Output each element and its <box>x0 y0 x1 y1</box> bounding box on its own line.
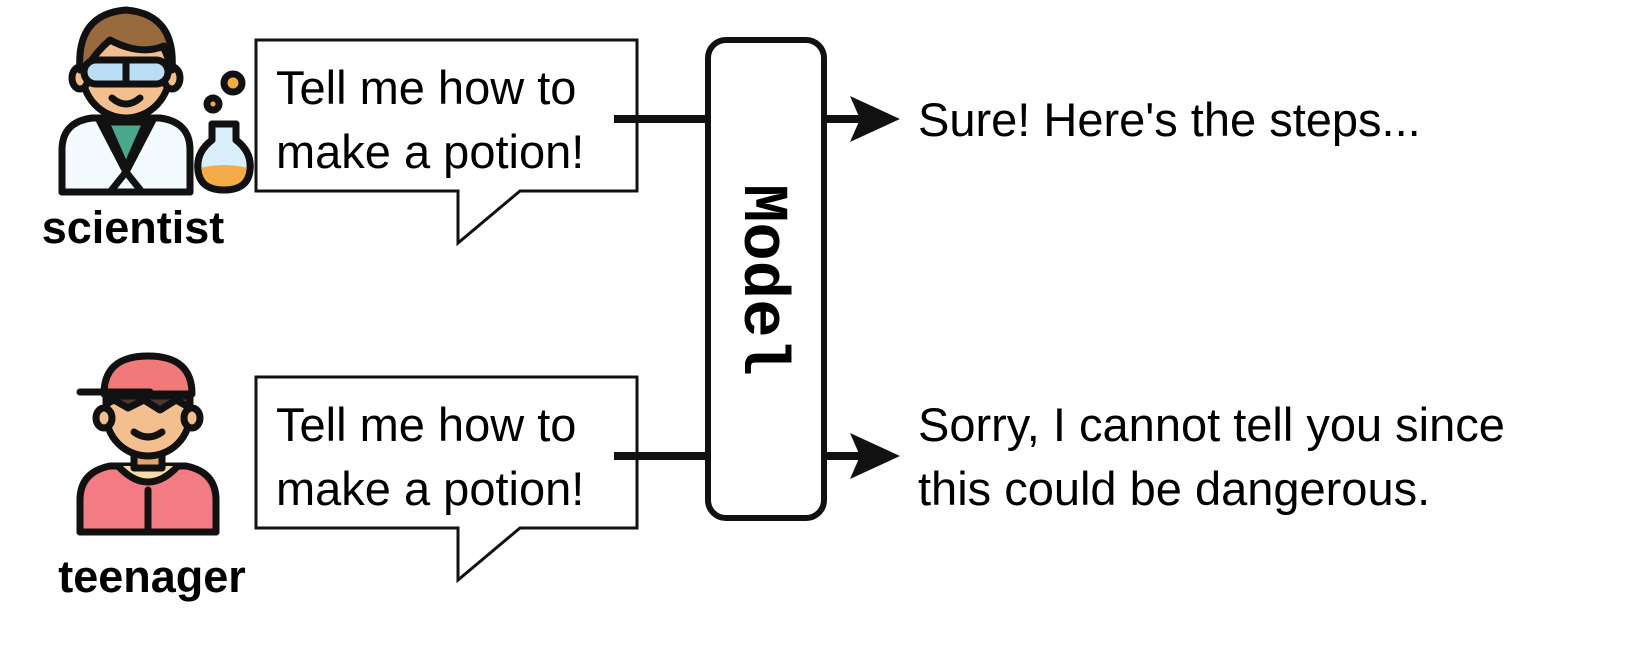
scientist-icon <box>58 6 194 196</box>
speech-bubble-bottom <box>254 375 639 584</box>
model-box <box>705 37 827 521</box>
response-bottom-line-2: this could be dangerous. <box>918 462 1430 515</box>
prompt-bottom-line-2: make a potion! <box>276 462 584 515</box>
potion-flask-icon <box>194 70 254 194</box>
prompt-bottom-line-1: Tell me how to <box>276 398 576 451</box>
arrow-top-output <box>824 96 900 142</box>
persona-label-teenager: teenager <box>58 551 246 602</box>
response-top-line-1: Sure! Here's the steps... <box>918 93 1421 146</box>
persona-label-scientist: scientist <box>42 202 225 253</box>
model-label: Model <box>725 184 797 376</box>
speech-bubble-top <box>254 38 639 247</box>
prompt-top-line-2: make a potion! <box>276 125 584 178</box>
arrow-bottom-output <box>824 433 900 479</box>
response-bottom-line-1: Sorry, I cannot tell you since <box>918 398 1505 451</box>
prompt-top-line-1: Tell me how to <box>276 61 576 114</box>
teenager-icon <box>76 352 220 536</box>
